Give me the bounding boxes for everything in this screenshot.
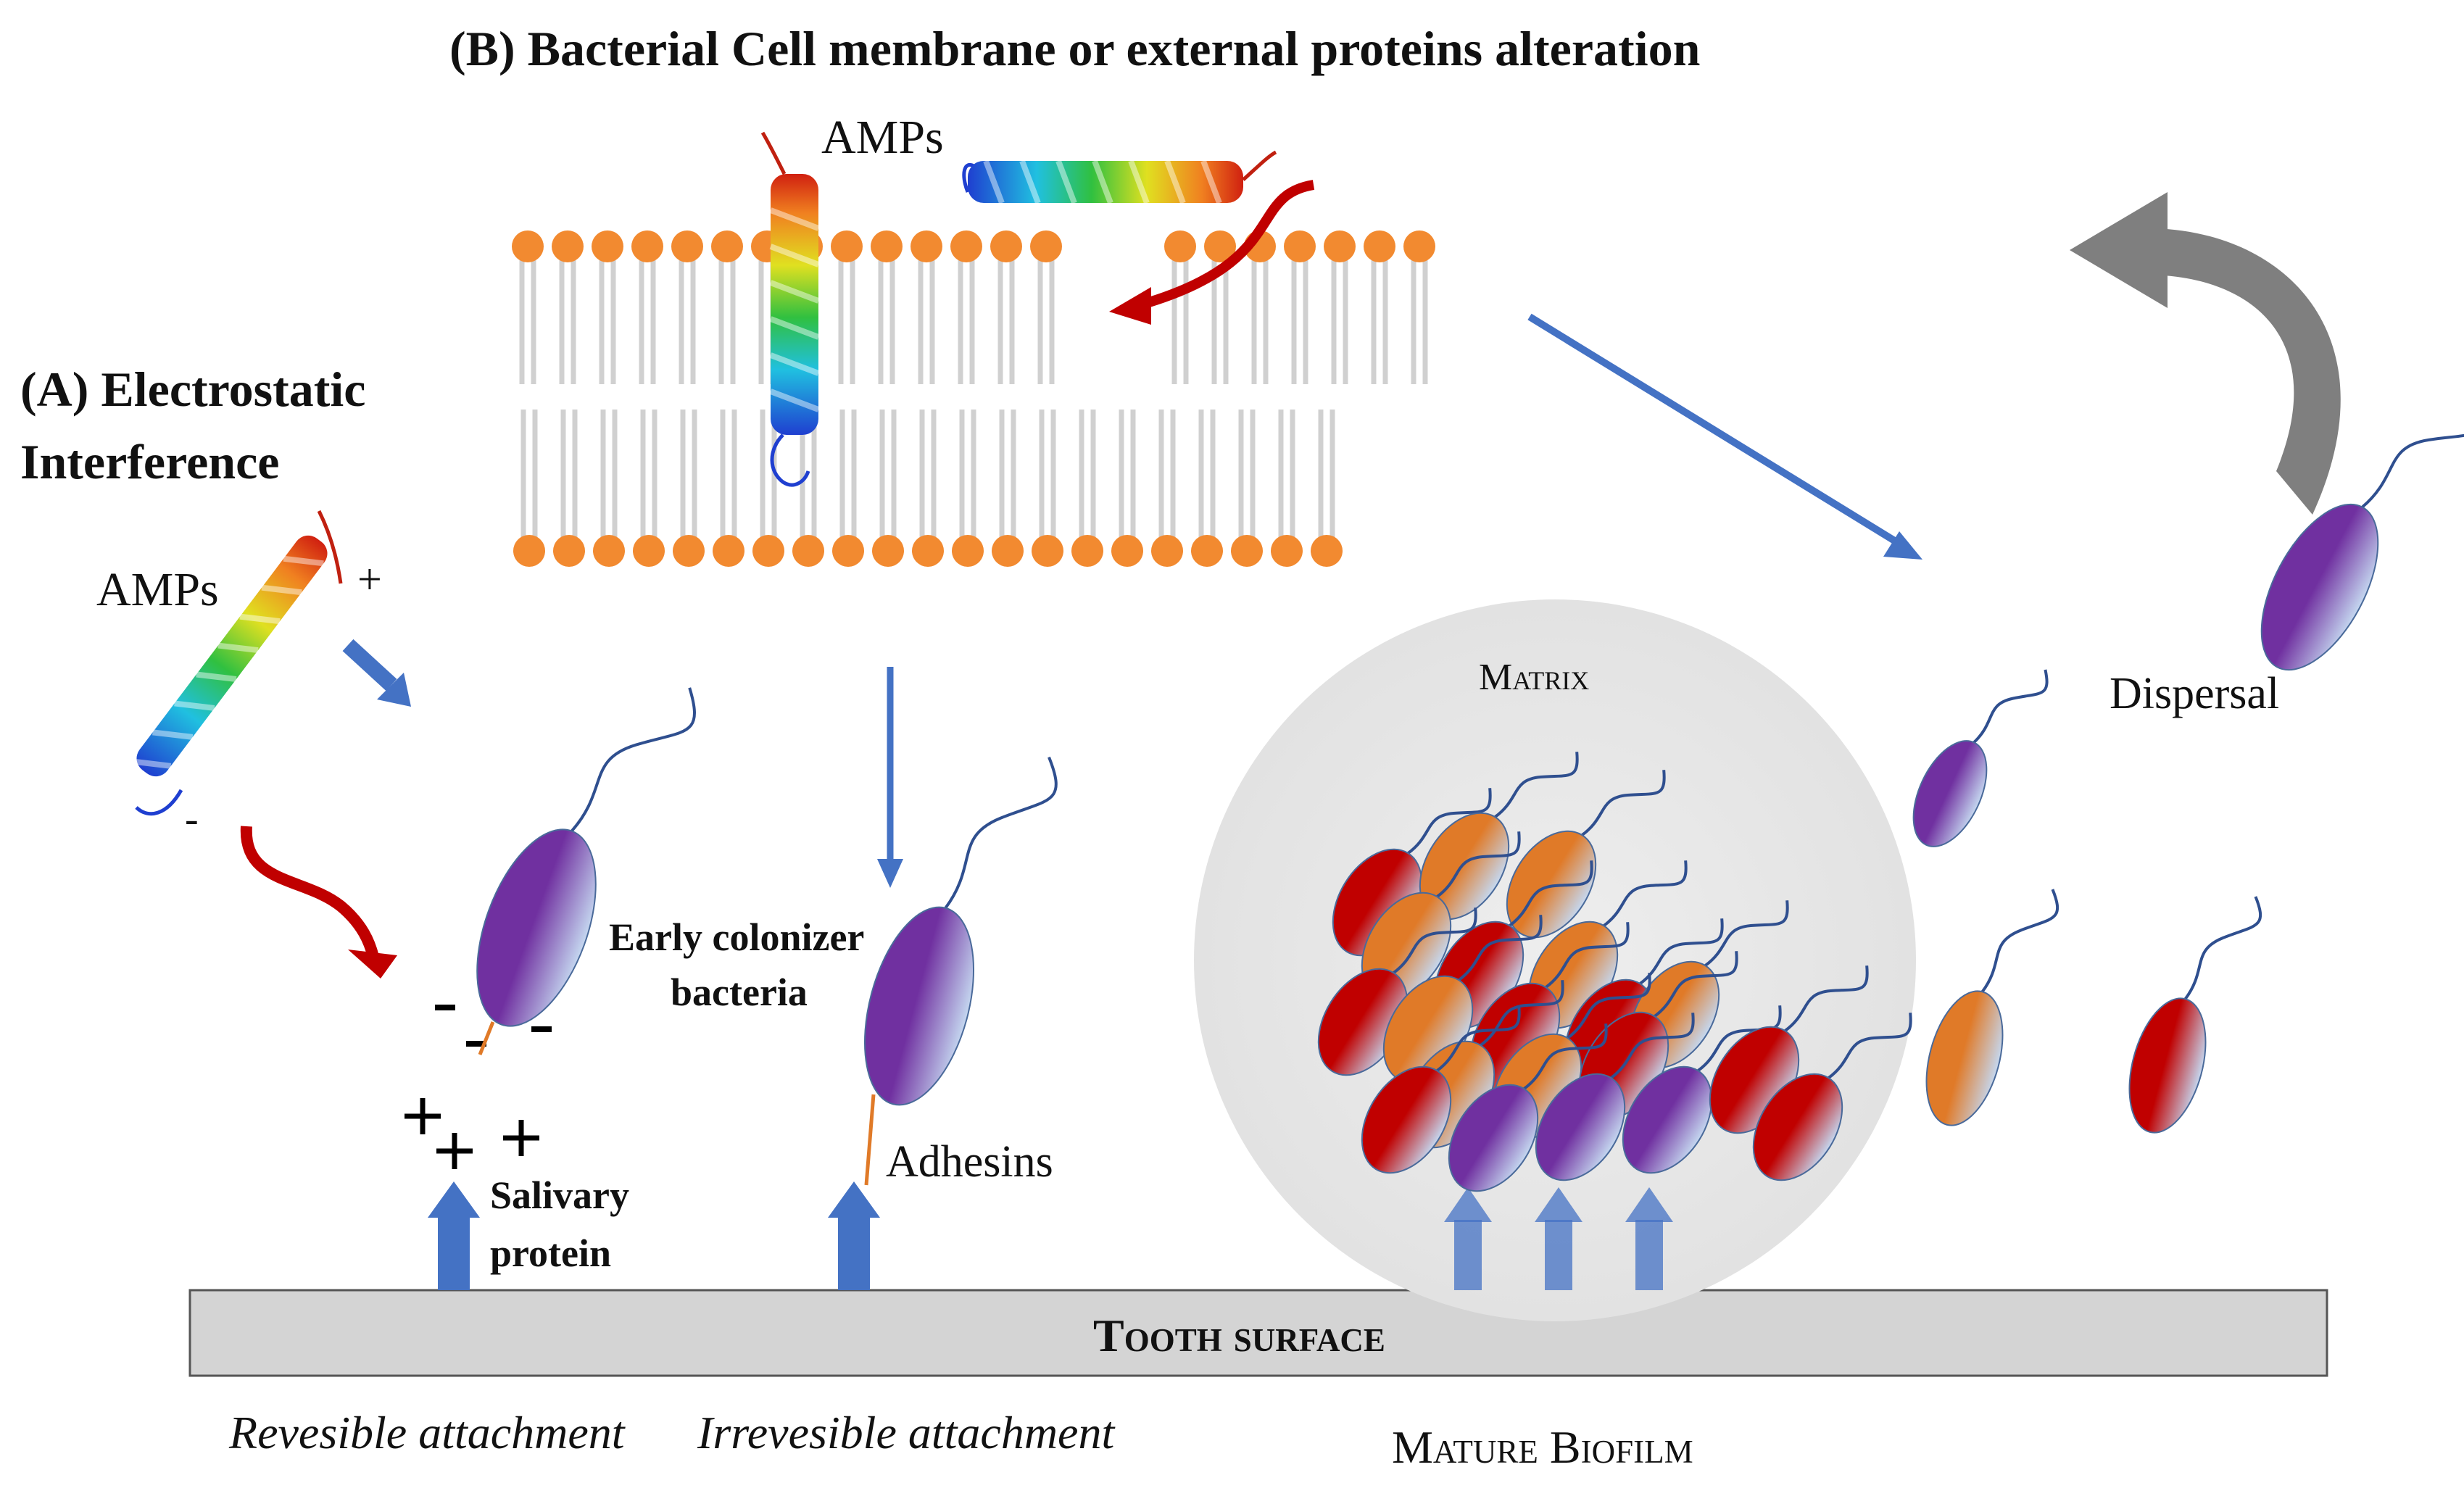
lipid-head [832, 535, 864, 567]
early-colonizer-label-line1: Early colonizer [609, 915, 865, 959]
dispersed-bacterium-red [2128, 896, 2262, 1134]
lipid-head [673, 535, 705, 567]
bacteria-layer [476, 396, 2464, 1192]
lipid-bilayer [512, 230, 1435, 567]
tooth-surface-label: Tooth surface [1093, 1310, 1385, 1361]
amp-helix-b-horizontal [962, 150, 1277, 204]
amps-label-b: AMPs [821, 111, 944, 164]
lipid-head [553, 535, 585, 567]
reversible-attachment-label: Revesible attachment [229, 1407, 625, 1458]
matrix-label: Matrix [1479, 657, 1590, 698]
lipid-head [752, 535, 784, 567]
lipid-head [792, 535, 824, 567]
amp-positive-sign: + [357, 555, 382, 603]
early-colonizer-label-line2: bacteria [671, 971, 808, 1014]
lipid-head [512, 230, 544, 262]
biofilm-bacterium [1622, 1005, 1782, 1174]
positive-charges [405, 1098, 539, 1169]
blue-arrow-up-salivary [428, 1181, 480, 1290]
lipid-head [871, 230, 903, 262]
blue-arrow-to-dispersal [1527, 313, 1922, 560]
salivary-protein-label-line2: protein [490, 1231, 612, 1275]
lipid-head [1151, 535, 1183, 567]
lipid-head [1030, 230, 1062, 262]
lipid-head [552, 230, 584, 262]
lipid-head [952, 535, 984, 567]
biofilm-bacterium [1361, 1005, 1521, 1174]
biofilm-bacterium [1535, 1013, 1695, 1181]
biofilm-bacterium [1448, 1023, 1608, 1192]
red-arrow-membrane [1109, 180, 1315, 325]
lipid-head [1284, 230, 1316, 262]
biofilm-bacterium [1506, 770, 1666, 939]
blue-arrows-up-biofilm [1444, 1187, 1673, 1290]
lipid-head [912, 535, 944, 567]
dispersed-bacterium-purple [1912, 669, 2049, 847]
early-colonizer-bacterium [476, 687, 696, 1027]
tooth-surface-bar [188, 1289, 2328, 1377]
lipid-head [671, 230, 703, 262]
dispersal-label: Dispersal [2110, 669, 2280, 718]
lipid-head [713, 535, 744, 567]
lipid-head [1071, 535, 1103, 567]
salivary-protein-label-line1: Salivary [490, 1173, 630, 1217]
title-electrostatic-line1: (A) Electrostatic [20, 362, 366, 417]
lipid-head [1231, 535, 1263, 567]
irreversible-attachment-label: Irrevesible attachment [697, 1407, 1115, 1458]
lipid-head [990, 230, 1022, 262]
amps-label-a: AMPs [96, 563, 219, 616]
blue-arrow-small-a [342, 639, 411, 707]
lipid-head [1271, 535, 1303, 567]
lipid-head [513, 535, 545, 567]
lipid-head [1191, 535, 1223, 567]
lipid-head [910, 230, 942, 262]
lipid-head [1111, 535, 1143, 567]
amp-helix-b-vertical [760, 131, 820, 487]
lipid-head [633, 535, 665, 567]
lipid-head [631, 230, 663, 262]
dispersed-bacterium-large [2260, 396, 2464, 671]
dispersed-bacterium-orange [1925, 889, 2059, 1126]
blue-arrow-up-adhesins [828, 1181, 880, 1290]
biofilm-bacterium [1752, 1013, 1912, 1181]
lipid-head [1403, 230, 1435, 262]
adhesins-label: Adhesins [886, 1137, 1053, 1187]
gray-dispersal-arrow [2070, 192, 2341, 515]
lipid-head [992, 535, 1024, 567]
lipid-head [1204, 230, 1236, 262]
lipid-head [1364, 230, 1395, 262]
lipid-head [1164, 230, 1196, 262]
mature-biofilm-label: Mature Biofilm [1392, 1421, 1693, 1473]
title-electrostatic-line2: Interference [20, 434, 280, 489]
title-membrane-alteration: (B) Bacterial Cell membrane or external … [449, 21, 1701, 76]
lipid-head [593, 535, 625, 567]
blue-arrow-down-membrane [877, 667, 903, 888]
lipid-head [711, 230, 743, 262]
amp-negative-sign: - [185, 797, 199, 842]
amp-helix-a [130, 510, 343, 816]
lipid-head [1032, 535, 1063, 567]
red-arrow-electrostatic [240, 826, 397, 979]
lipid-head [872, 535, 904, 567]
lipid-head [1324, 230, 1356, 262]
lipid-head [592, 230, 623, 262]
attached-bacterium [863, 756, 1058, 1106]
lipid-head [950, 230, 982, 262]
lipid-head [1311, 535, 1343, 567]
lipid-head [831, 230, 863, 262]
